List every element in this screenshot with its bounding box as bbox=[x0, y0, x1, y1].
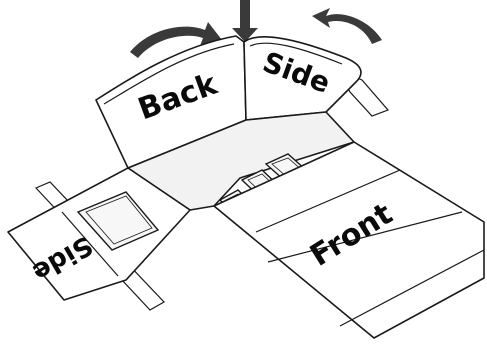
right-curved-arrow bbox=[312, 8, 382, 44]
